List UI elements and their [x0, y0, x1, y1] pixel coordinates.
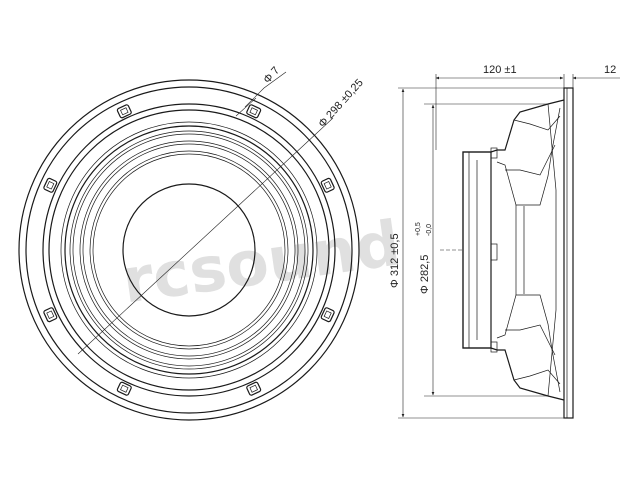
- cone-ring-2: [72, 133, 306, 367]
- gasket-inner-ring: [48, 109, 330, 391]
- mounting-tab: [246, 381, 262, 396]
- cutout-tolerance-lower: -0,0: [426, 224, 433, 236]
- bolt-hole-leader-1: [235, 97, 257, 117]
- mounting-flange: [563, 87, 574, 419]
- outer-diameter-label: Φ 312 ±0,5: [389, 233, 401, 288]
- front-view: [18, 71, 360, 421]
- cutout-diameter-label: Φ 282,5: [419, 255, 431, 294]
- bolt-circle-diameter-line: [77, 144, 305, 355]
- mounting-tab: [116, 381, 132, 396]
- outer-frame-inner-ring: [25, 86, 353, 414]
- cone-ring-6: [92, 153, 286, 347]
- basket-profile: [462, 99, 565, 401]
- cutout-tolerance-upper: +0,5: [415, 222, 422, 236]
- mounting-tab: [320, 177, 335, 193]
- mounting-tab: [43, 307, 58, 323]
- cone-ring-3: [79, 140, 299, 360]
- side-view: [462, 87, 574, 419]
- flange-label: 12: [604, 64, 616, 76]
- mounting-tabs: [43, 104, 335, 396]
- mounting-tab: [116, 104, 132, 119]
- depth-label: 120 ±1: [483, 64, 517, 76]
- mounting-tab: [43, 177, 58, 193]
- watermark-logo: rcsound: [118, 206, 405, 317]
- bolt-hole-label: Φ 7: [261, 65, 282, 86]
- outer-frame-ring: [18, 79, 360, 421]
- cone-ring-4: [82, 143, 296, 357]
- dust-cap: [122, 183, 256, 317]
- surround-outer: [60, 121, 318, 379]
- watermark-text: rcsound: [118, 206, 405, 317]
- mounting-tab: [320, 307, 335, 323]
- bolt-hole-leader-ext: [263, 71, 287, 89]
- bolt-circle-label: Φ 298 ±0,25: [316, 77, 366, 130]
- mounting-tab: [246, 104, 262, 119]
- side-dimensions: [398, 74, 620, 419]
- cone-ring-1: [69, 130, 309, 370]
- bolt-hole-leader-2: [244, 87, 265, 108]
- bolt-circle-leader: [303, 117, 334, 146]
- gasket-ring: [42, 103, 336, 397]
- surround-ring: [64, 125, 314, 375]
- cone-ring-5: [89, 150, 289, 350]
